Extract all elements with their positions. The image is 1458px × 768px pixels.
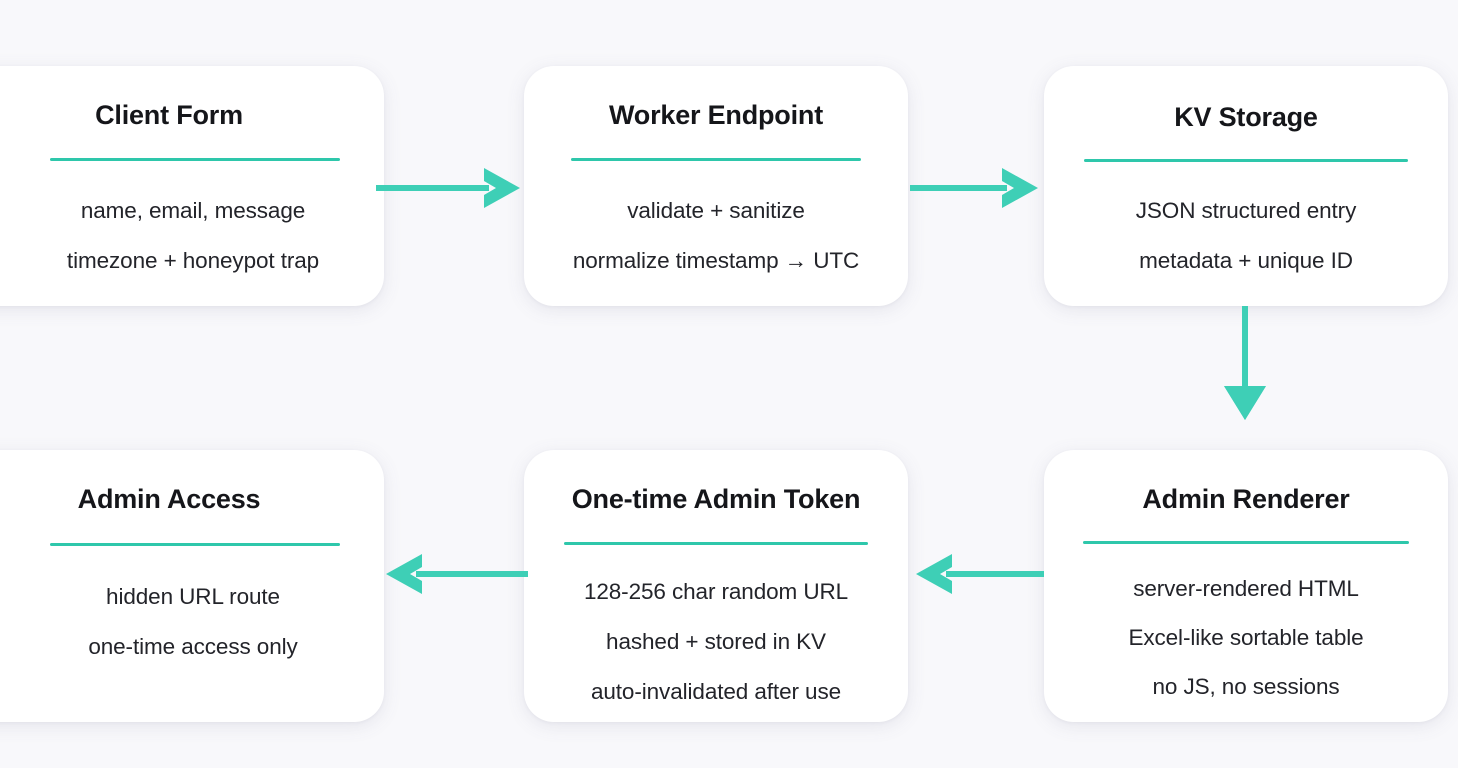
node-detail-list: server-rendered HTML Excel-like sortable… — [1064, 564, 1428, 711]
node-detail-line: server-rendered HTML — [1133, 576, 1359, 601]
node-admin-renderer: Admin Renderer server-rendered HTML Exce… — [1044, 450, 1448, 722]
node-admin-access: Admin Access hidden URL route one-time a… — [0, 450, 384, 722]
node-title: Admin Access — [77, 484, 261, 514]
node-detail-list: JSON structured entry metadata + unique … — [1074, 186, 1418, 286]
node-divider — [1083, 541, 1409, 544]
node-detail-line: JSON structured entry — [1135, 198, 1357, 223]
node-divider — [1084, 159, 1408, 162]
node-divider — [50, 543, 340, 546]
node-admin-token: One-time Admin Token 128-256 char random… — [524, 450, 908, 722]
arrow-left-icon — [382, 552, 528, 596]
node-detail-line: auto-invalidated after use — [590, 679, 842, 704]
node-divider — [564, 542, 868, 545]
node-detail-list: 128-256 char random URL hashed + stored … — [548, 567, 884, 717]
node-detail-line: normalize timestamp → UTC — [572, 248, 860, 273]
node-detail-list: name, email, message timezone + honeypot… — [0, 186, 350, 286]
arrow-left-icon — [912, 552, 1044, 596]
node-detail-line: hidden URL route — [106, 584, 280, 609]
node-detail-line: no JS, no sessions — [1152, 674, 1340, 699]
node-title: Worker Endpoint — [608, 100, 823, 130]
node-detail-line: validate + sanitize — [627, 198, 805, 223]
node-divider — [50, 158, 340, 161]
arrow-down-icon — [1222, 306, 1268, 422]
node-detail-line: hashed + stored in KV — [606, 629, 826, 654]
node-detail-line: name, email, message — [80, 198, 306, 223]
arrow-right-icon — [910, 166, 1040, 210]
arrow-right-icon — [376, 166, 522, 210]
node-detail-line: one-time access only — [88, 634, 298, 659]
node-divider — [571, 158, 861, 161]
node-detail-list: hidden URL route one-time access only — [0, 572, 350, 672]
node-worker-endpoint: Worker Endpoint validate + sanitize norm… — [524, 66, 908, 306]
node-title: Client Form — [95, 100, 243, 130]
node-detail-line: Excel-like sortable table — [1128, 625, 1364, 650]
node-detail-line: metadata + unique ID — [1139, 248, 1353, 273]
node-detail-list: validate + sanitize normalize timestamp … — [554, 186, 878, 286]
node-title: Admin Renderer — [1142, 484, 1350, 514]
node-title: KV Storage — [1174, 102, 1318, 132]
node-detail-line: 128-256 char random URL — [583, 579, 849, 604]
node-detail-line: timezone + honeypot trap — [66, 248, 320, 273]
node-title: One-time Admin Token — [571, 484, 861, 514]
node-kv-storage: KV Storage JSON structured entry metadat… — [1044, 66, 1448, 306]
node-client-form: Client Form name, email, message timezon… — [0, 66, 384, 306]
